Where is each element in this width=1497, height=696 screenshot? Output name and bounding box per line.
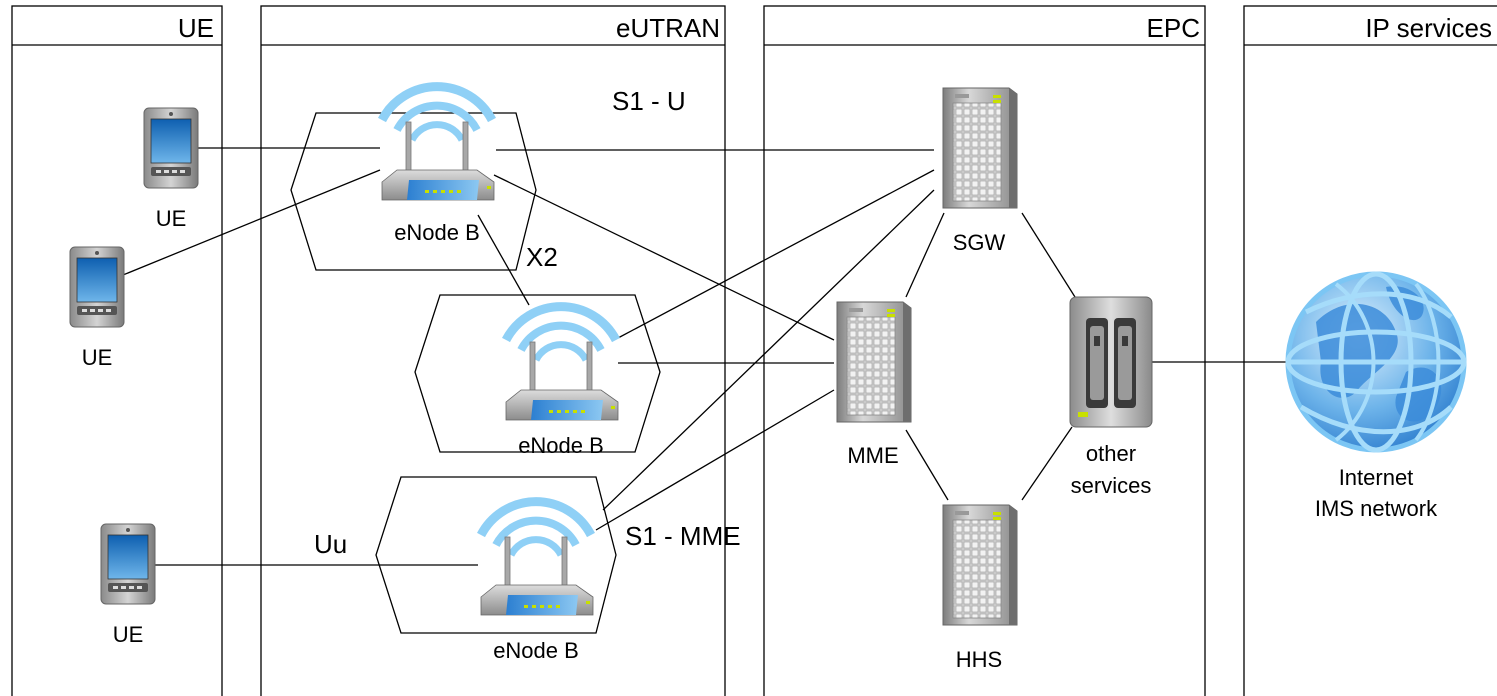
- enodeb-3-label: eNode B: [493, 638, 579, 663]
- internet-node: Internet IMS network: [1288, 274, 1464, 521]
- lane-epc: EPC: [763, 5, 1206, 696]
- link-enb3-sgw: [602, 189, 935, 511]
- ue-device-3: UE: [100, 523, 156, 647]
- sgw-label: SGW: [953, 230, 1006, 255]
- lane-ue-border: [11, 5, 223, 696]
- wireless-router-icon: [382, 87, 494, 200]
- other-services-label-line1: other: [1086, 441, 1136, 466]
- link-mme-sgw: [905, 212, 945, 298]
- enodeb-1-label: eNode B: [394, 220, 480, 245]
- ue-device-2-label: UE: [82, 345, 113, 370]
- lane-ip-services: IP services: [1243, 5, 1497, 696]
- lane-epc-title: EPC: [1147, 13, 1200, 43]
- sgw-node: SGW: [942, 87, 1018, 255]
- link-enb3-mme: [595, 389, 835, 531]
- mobile-phone-icon: [69, 246, 125, 328]
- server-tower-icon: [942, 504, 1018, 626]
- mme-node: MME: [836, 301, 912, 468]
- server-tower-icon: [942, 87, 1018, 209]
- interface-uu-label: Uu: [314, 529, 347, 559]
- link-ue2-enb1: [122, 169, 381, 276]
- hhs-label: HHS: [956, 647, 1002, 672]
- lane-eutran: eUTRAN: [260, 5, 726, 696]
- wireless-router-icon: [506, 307, 618, 420]
- server-tower-icon: [836, 301, 912, 423]
- internet-label-line1: Internet: [1339, 465, 1414, 490]
- link-mme-hhs: [905, 429, 949, 501]
- links: [122, 147, 1286, 566]
- lane-eutran-border: [260, 5, 726, 696]
- other-services-node: other services: [1069, 296, 1153, 498]
- globe-icon: [1288, 274, 1464, 450]
- other-services-label-line2: services: [1071, 473, 1152, 498]
- interface-s1mme-label: S1 - MME: [625, 521, 741, 551]
- link-enb1-enb2-x2: [477, 214, 530, 306]
- ue-device-2: UE: [69, 246, 125, 370]
- cell-hexagon-1: [290, 112, 537, 271]
- mobile-phone-icon: [100, 523, 156, 605]
- ue-device-1: UE: [143, 107, 199, 231]
- enodeb-1: eNode B: [382, 87, 494, 245]
- lane-epc-border: [763, 5, 1206, 696]
- ue-device-1-label: UE: [156, 206, 187, 231]
- lane-ip-services-title: IP services: [1365, 13, 1492, 43]
- interface-s1u-label: S1 - U: [612, 86, 686, 116]
- enodeb-3: eNode B: [481, 502, 593, 663]
- lane-ue-title: UE: [178, 13, 214, 43]
- link-enb2-sgw: [617, 169, 935, 339]
- mme-label: MME: [847, 443, 898, 468]
- enodeb-2-label: eNode B: [518, 433, 604, 458]
- hhs-node: HHS: [942, 504, 1018, 672]
- enodeb-2: eNode B: [506, 307, 618, 458]
- interface-x2-label: X2: [526, 242, 558, 272]
- cell-hexagon-3: [375, 476, 617, 634]
- cell-hexagon-2: [414, 294, 661, 453]
- internet-label-line2: IMS network: [1315, 496, 1438, 521]
- mobile-phone-icon: [143, 107, 199, 189]
- wireless-router-icon: [481, 502, 593, 615]
- storage-server-icon: [1069, 296, 1153, 428]
- lane-eutran-title: eUTRAN: [616, 13, 720, 43]
- link-sgw-other: [1021, 212, 1076, 298]
- ue-device-3-label: UE: [113, 622, 144, 647]
- lane-ip-services-border: [1243, 5, 1497, 696]
- lane-ue: UE: [11, 5, 223, 696]
- link-hhs-other: [1021, 426, 1073, 501]
- link-enb1-mme: [493, 174, 835, 341]
